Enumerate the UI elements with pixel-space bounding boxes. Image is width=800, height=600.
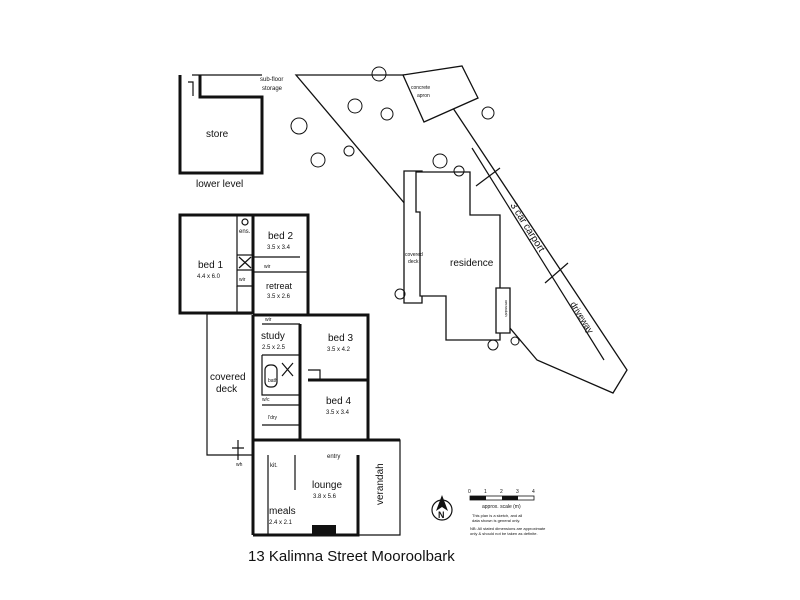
scale-tick-0: 0 — [468, 489, 471, 495]
wir-label-3: wir — [265, 317, 272, 323]
meals-label: meals — [269, 506, 296, 517]
bed-4-label: bed 4 — [326, 396, 351, 407]
sub-floor-storage-label-2: storage — [262, 86, 283, 92]
bed-1-room — [178, 213, 255, 315]
covered-deck-outline — [206, 314, 252, 456]
wir-label-1: wir — [264, 264, 271, 270]
note-2-line-1: NB: All stated dimensions are approximat… — [470, 526, 546, 531]
bed-1-dims: 4.4 x 6.0 — [197, 274, 221, 280]
site-plan: concrete apron residence covered deck ve… — [290, 65, 628, 394]
covered-deck-label-1: covered — [210, 372, 246, 383]
laundry-label: l'dry — [268, 415, 278, 421]
study-dims: 2.5 x 2.5 — [262, 345, 286, 351]
bed-4-dims: 3.5 x 3.4 — [326, 410, 350, 416]
water-heater-label: wh — [236, 462, 243, 468]
north-label: N — [438, 510, 445, 520]
entry-label: entry — [327, 454, 340, 460]
scale-tick-4: 4 — [532, 489, 535, 495]
meals-dims: 2.4 x 2.1 — [269, 520, 293, 526]
bed-3-label: bed 3 — [328, 333, 353, 344]
fireplace — [312, 525, 336, 535]
bed-1-label: bed 1 — [198, 260, 223, 271]
scale-tick-2: 2 — [500, 489, 503, 495]
residence-footprint — [415, 171, 501, 341]
site-verandah-label: verandah — [504, 300, 509, 317]
legend: N 0 1 2 3 4 approx. scale (m) This plan … — [431, 489, 546, 536]
property-address-caption: 13 Kalimna Street Mooroolbark — [248, 548, 455, 565]
residence-label: residence — [450, 258, 494, 269]
lounge-label: lounge — [312, 480, 342, 491]
retreat-dims: 3.5 x 2.6 — [267, 294, 291, 300]
concrete-apron-label-2: apron — [417, 93, 430, 99]
sub-floor-storage-label-1: sub-floor — [260, 77, 283, 83]
scale-tick-1: 1 — [484, 489, 487, 495]
bed-3-dims: 3.5 x 4.2 — [327, 347, 351, 353]
north-arrow-icon: N — [431, 495, 453, 521]
note-2-line-2: only & should not be taken as definite. — [470, 531, 538, 536]
verandah-label: verandah — [375, 463, 386, 505]
kitchen-label: kit. — [270, 463, 278, 469]
concrete-apron-label-1: concrete — [411, 85, 430, 91]
scale-tick-3: 3 — [516, 489, 519, 495]
note-1-line-2: data shown is general only. — [472, 518, 520, 523]
lower-level-plan: sub-floor storage store lower level — [178, 74, 283, 190]
scale-bar: 0 — [468, 489, 535, 501]
retreat-label: retreat — [266, 281, 293, 291]
lower-level-title: lower level — [196, 179, 243, 190]
note-1-line-1: This plan is a sketch, and all — [472, 513, 522, 518]
site-covered-deck-label-1: covered — [405, 252, 423, 258]
wc-label: w/c — [262, 397, 270, 403]
lounge-dims: 3.8 x 5.6 — [313, 494, 337, 500]
covered-deck-label-2: deck — [216, 384, 238, 395]
bed-2-dims: 3.5 x 3.4 — [267, 245, 291, 251]
wir-label-2: wir — [239, 277, 246, 283]
study-label: study — [261, 331, 285, 342]
bed-2-label: bed 2 — [268, 231, 293, 242]
ensuite-label: ens. — [239, 229, 251, 235]
trees — [290, 66, 520, 351]
scale-label: approx. scale (m) — [482, 504, 521, 510]
room-labels: bed 1 4.4 x 6.0 ens. bed 2 3.5 x 3.4 wir… — [197, 229, 386, 526]
site-verandah — [495, 287, 511, 334]
site-covered-deck-label-2: deck — [408, 259, 419, 265]
main-floor-plan — [178, 213, 401, 537]
bath-label: bath — [268, 378, 278, 384]
concrete-apron — [402, 65, 479, 123]
store-label: store — [206, 129, 229, 140]
